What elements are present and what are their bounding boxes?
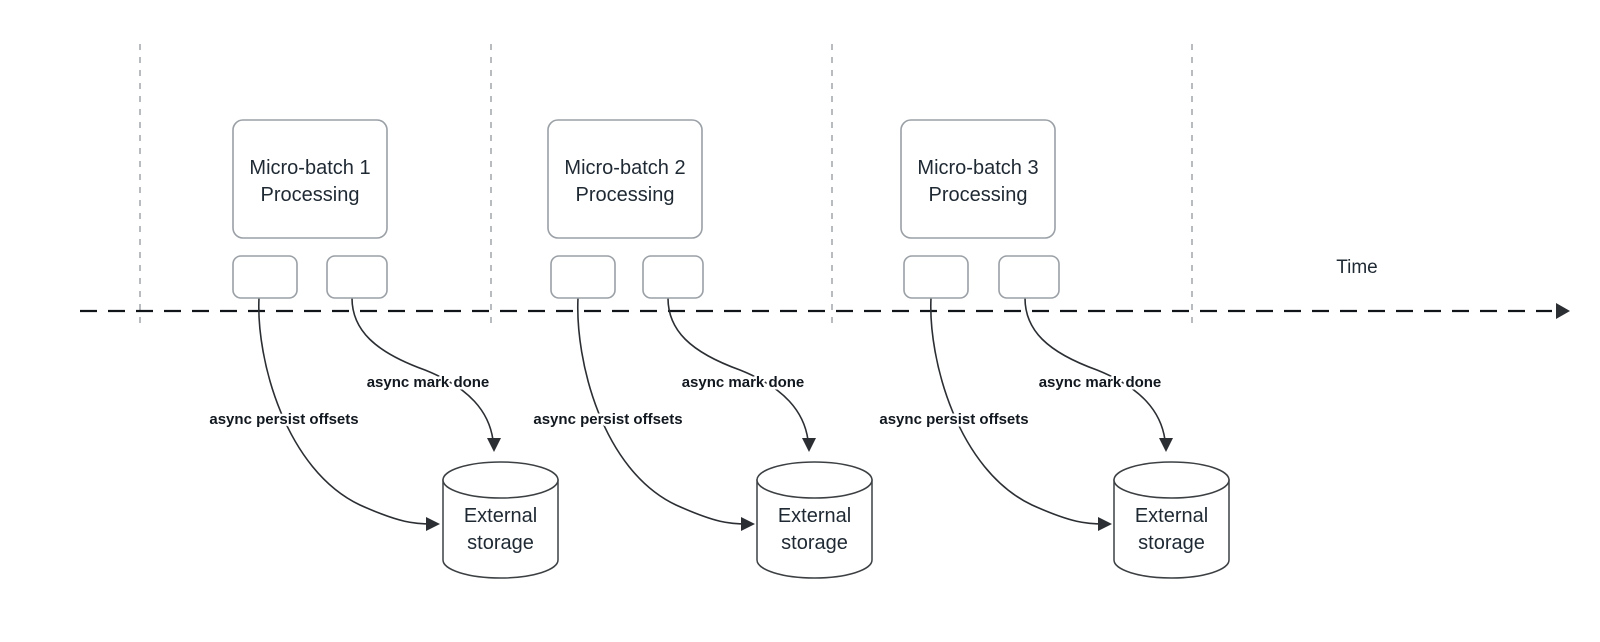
time-axis-arrowhead	[1556, 303, 1570, 319]
batch-2-mark-done-task-box[interactable]	[642, 255, 704, 299]
batch-3-external-storage-node[interactable]: External storage	[1113, 461, 1230, 579]
batch-1-async-persist-offsets-arrowhead	[426, 517, 440, 531]
batch-1-mark-done-task-box[interactable]	[326, 255, 388, 299]
batch-3-title-line2: Processing	[929, 184, 1028, 206]
batch-3-async-persist-offsets-label-halo: async persist offsets	[879, 411, 1028, 428]
batch-3-async-persist-offsets-arrowhead	[1098, 517, 1112, 531]
batch-3-processing-box[interactable]	[900, 119, 1056, 239]
batch-1-title-line1: Micro-batch 1	[249, 157, 370, 179]
batch-3-title-line1: Micro-batch 3	[917, 157, 1038, 179]
batch-3-async-mark-done-label-halo: async mark done	[1039, 374, 1162, 391]
batch-3-storage-label-line2: storage	[1138, 532, 1205, 554]
batch-3-processing-node[interactable]: Micro-batch 3 Processing	[900, 119, 1056, 239]
batch-2-async-persist-offsets-label: async persist offsets	[533, 411, 682, 428]
batch-2-processing-node[interactable]: Micro-batch 2 Processing	[547, 119, 703, 239]
batch-2-title-line1: Micro-batch 2	[564, 157, 685, 179]
batch-2-storage-label-line2: storage	[781, 532, 848, 554]
batch-3-offsets-task-box[interactable]	[903, 255, 969, 299]
edges-group	[258, 297, 1173, 531]
batch-1-async-persist-offsets-label: async persist offsets	[209, 411, 358, 428]
batch-3-storage-cylinder-top	[1113, 461, 1230, 499]
batch-2-storage-cylinder-top	[756, 461, 873, 499]
batch-1-async-persist-offsets-edge	[258, 297, 433, 525]
batch-1-async-mark-done-label-halo: async mark done	[367, 374, 490, 391]
batch-1-async-mark-done-arrowhead	[487, 438, 501, 452]
batch-2-async-mark-done-arrowhead	[802, 438, 816, 452]
time-axis-label: Time	[1336, 257, 1378, 278]
batch-1-offsets-task-box[interactable]	[232, 255, 298, 299]
batch-1-storage-label-line1: External	[464, 505, 537, 527]
batch-2-async-persist-offsets-edge	[576, 297, 748, 525]
batch-3-async-persist-offsets-label: async persist offsets	[879, 411, 1028, 428]
batch-3-storage-cylinder-body[interactable]	[1113, 479, 1230, 579]
batch-1-external-storage-node[interactable]: External storage	[442, 461, 559, 579]
batch-3-mark-done-task-box[interactable]	[998, 255, 1060, 299]
batch-1-storage-cylinder-body[interactable]	[442, 479, 559, 579]
batch-1-title-line2: Processing	[261, 184, 360, 206]
batch-2-async-mark-done-label-halo: async mark done	[682, 374, 805, 391]
batch-3-async-mark-done-edge	[1024, 297, 1166, 441]
batch-3-async-mark-done-label: async mark done	[1039, 374, 1162, 391]
batch-2-async-mark-done-edge	[667, 297, 809, 441]
batch-2-offsets-task-box[interactable]	[550, 255, 616, 299]
batch-2-storage-label-line1: External	[778, 505, 851, 527]
batch-2-async-mark-done-label: async mark done	[682, 374, 805, 391]
batch-1-storage-cylinder-top	[442, 461, 559, 499]
batch-2-external-storage-node[interactable]: External storage	[756, 461, 873, 579]
batch-2-async-persist-offsets-label-halo: async persist offsets	[533, 411, 682, 428]
batch-3-async-persist-offsets-edge	[930, 297, 1105, 525]
batch-2-async-persist-offsets-arrowhead	[741, 517, 755, 531]
batch-1-async-persist-offsets-label-halo: async persist offsets	[209, 411, 358, 428]
axis-label-group: Time	[1336, 257, 1378, 278]
edge-labels-group: async persist offsets async persist offse…	[207, 372, 1164, 431]
tick-lines-group	[139, 44, 1193, 330]
batch-3-async-mark-done-arrowhead	[1159, 438, 1173, 452]
batch-1-storage-label-line2: storage	[467, 532, 534, 554]
batch-3-storage-label-line1: External	[1135, 505, 1208, 527]
batch-1-async-mark-done-label: async mark done	[367, 374, 490, 391]
batch-1-processing-box[interactable]	[232, 119, 388, 239]
timeline-group	[80, 303, 1570, 319]
batch-2-storage-cylinder-body[interactable]	[756, 479, 873, 579]
batch-2-title-line2: Processing	[576, 184, 675, 206]
batch-1-processing-node[interactable]: Micro-batch 1 Processing	[232, 119, 388, 239]
batch-1-async-mark-done-edge	[351, 297, 494, 441]
batch-2-processing-box[interactable]	[547, 119, 703, 239]
